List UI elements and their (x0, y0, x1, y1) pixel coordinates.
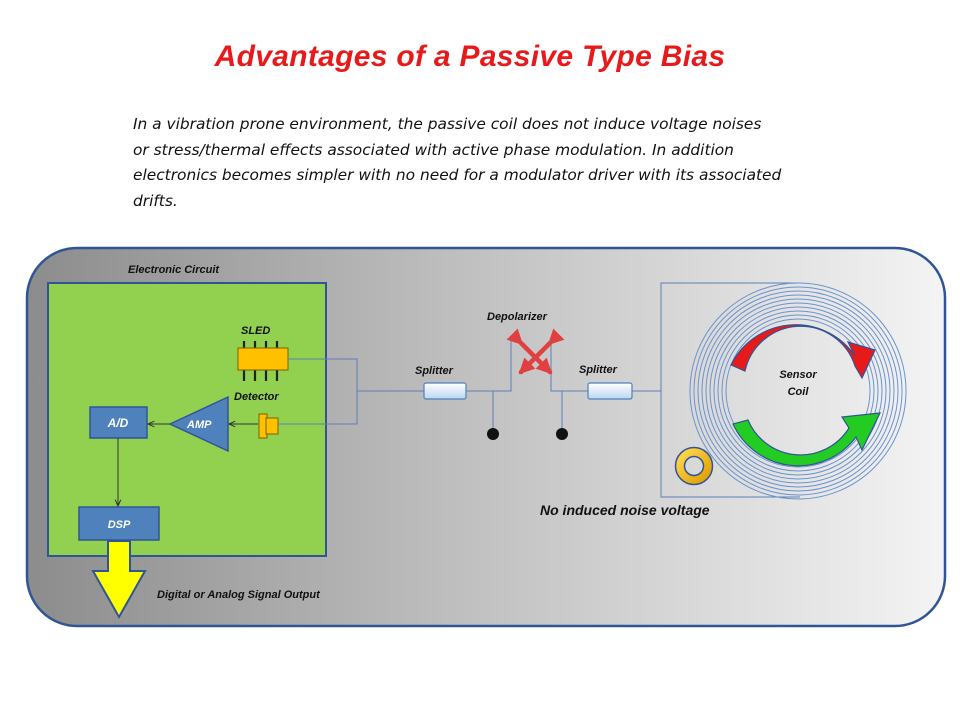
detector-label: Detector (234, 391, 279, 403)
description-line: or stress/thermal effects associated wit… (133, 140, 734, 159)
amp-label: AMP (186, 419, 212, 431)
ring-inner-outline (683, 455, 705, 477)
output-label: Digital or Analog Signal Output (157, 589, 321, 601)
ring-outline (674, 446, 714, 486)
fiber-end-right (556, 428, 568, 440)
fiber-end-left (487, 428, 499, 440)
rotation-arrow-green (732, 412, 882, 467)
dsp-label: DSP (108, 519, 131, 531)
ring-icon (676, 448, 712, 484)
splitter-right (587, 382, 633, 400)
sensor-coil-label: Sensor (779, 369, 817, 381)
splitter-left (423, 382, 467, 400)
description-line: drifts. (133, 191, 178, 210)
output-arrow (91, 540, 147, 620)
depolarizer-icon (506, 328, 565, 375)
amp-triangle (168, 395, 229, 453)
depolarizer-label: Depolarizer (487, 311, 548, 323)
ad-label: A/D (107, 416, 129, 430)
description-line: In a vibration prone environment, the pa… (133, 115, 762, 133)
sled-label: SLED (241, 325, 270, 337)
electronic-circuit-label: Electronic Circuit (128, 264, 220, 276)
description-text: In a vibration prone environment, the pa… (133, 112, 868, 214)
ad-converter-block (89, 406, 148, 439)
detector (258, 413, 279, 439)
description-line: electronics becomes simpler with no need… (133, 166, 782, 184)
no-noise-label: No induced noise voltage (540, 502, 710, 518)
rotation-arrow-red (730, 324, 876, 380)
splitter-right-label: Splitter (579, 364, 618, 376)
dsp-block (78, 506, 160, 541)
page-title: Advantages of a Passive Type Bias (214, 40, 726, 73)
sensor-coil-label: Coil (788, 386, 810, 398)
splitter-left-label: Splitter (415, 365, 454, 377)
sensor-coil (689, 282, 907, 500)
